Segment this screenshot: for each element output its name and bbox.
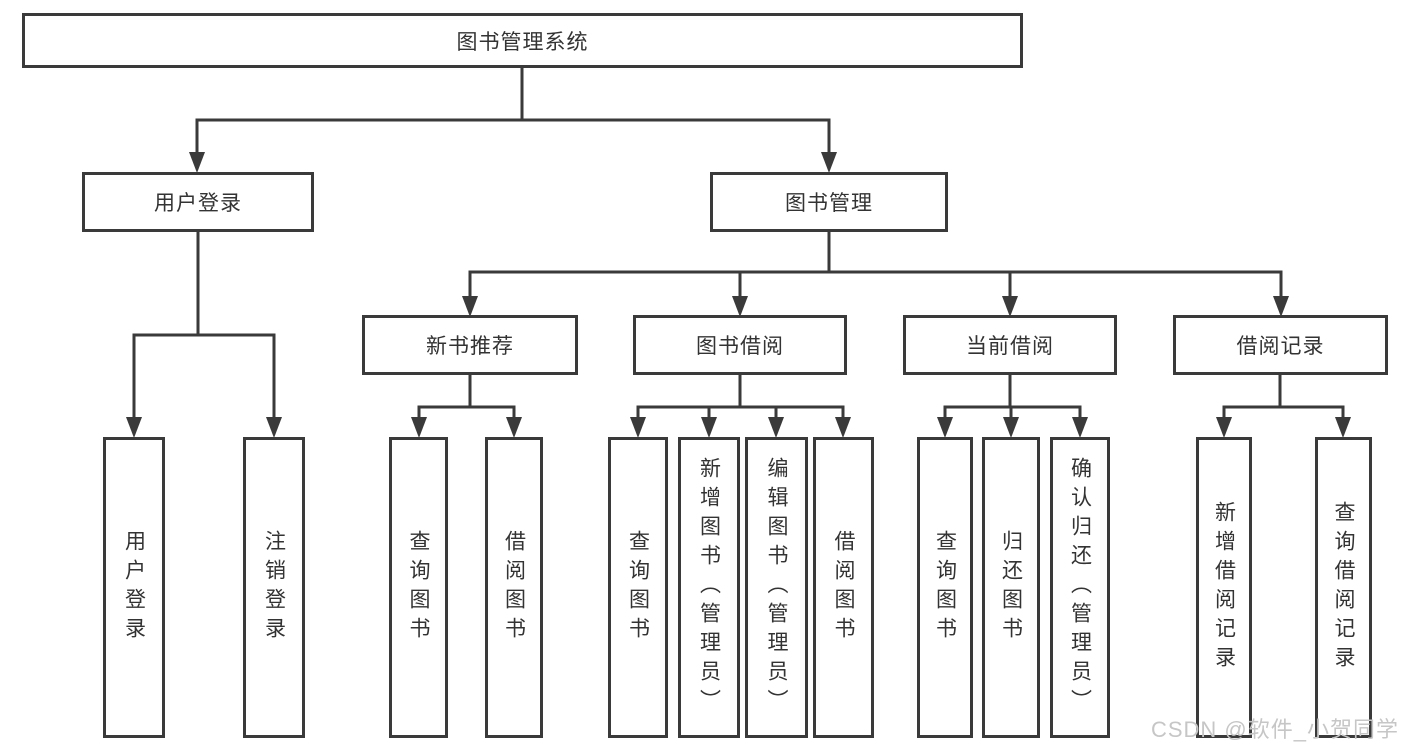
- arrowheads: [126, 152, 1351, 438]
- leaf-query-borrow-record: 查询借阅记录: [1315, 437, 1372, 738]
- node-label: 新书推荐: [426, 335, 514, 358]
- leaf-query-books: 查询图书: [608, 437, 668, 738]
- leaf-add-borrow-record: 新增借阅记录: [1196, 437, 1252, 738]
- node-label: 当前借阅: [966, 335, 1054, 358]
- node-new-book-recommend: 新书推荐: [362, 315, 578, 375]
- leaf-borrow-books: 借阅图书: [485, 437, 543, 738]
- node-library-management-system: 图书管理系统: [22, 13, 1023, 68]
- node-label: 图书借阅: [696, 335, 784, 358]
- node-label: 查询图书: [626, 529, 650, 646]
- node-label: 归还图书: [999, 529, 1023, 646]
- leaf-return-books: 归还图书: [982, 437, 1040, 738]
- leaf-edit-books-admin: 编辑图书（管理员）: [745, 437, 808, 738]
- node-label: 图书管理系统: [456, 30, 589, 54]
- node-label: 借阅记录: [1236, 335, 1325, 358]
- node-label: 图书管理: [785, 192, 873, 215]
- leaf-query-books: 查询图书: [389, 437, 448, 738]
- watermark: CSDN @软件_小贺同学: [1150, 717, 1399, 742]
- leaf-user-login: 用户登录: [103, 437, 165, 738]
- leaf-query-books: 查询图书: [917, 437, 973, 738]
- leaf-confirm-return-admin: 确认归还（管理员）: [1050, 437, 1110, 738]
- node-user-login: 用户登录: [82, 172, 314, 232]
- node-label: 编辑图书（管理员）: [765, 457, 788, 718]
- leaf-logout: 注销登录: [243, 437, 305, 738]
- leaf-add-books-admin: 新增图书（管理员）: [678, 437, 740, 738]
- node-book-borrow: 图书借阅: [633, 315, 847, 375]
- node-label: 新增图书（管理员）: [697, 457, 721, 718]
- node-label: 借阅图书: [832, 529, 855, 646]
- node-label: 查询借阅记录: [1332, 500, 1355, 675]
- node-label: 用户登录: [154, 192, 242, 215]
- node-label: 确认归还（管理员）: [1068, 457, 1092, 718]
- node-label: 查询图书: [933, 529, 957, 646]
- node-label: 借阅图书: [502, 529, 526, 646]
- node-borrow-record: 借阅记录: [1173, 315, 1388, 375]
- node-label: 注销登录: [262, 529, 286, 646]
- node-label: 用户登录: [122, 529, 146, 646]
- node-current-borrow: 当前借阅: [903, 315, 1117, 375]
- node-label: 新增借阅记录: [1212, 500, 1236, 675]
- node-label: 查询图书: [407, 529, 430, 646]
- leaf-borrow-books: 借阅图书: [813, 437, 874, 738]
- node-book-management: 图书管理: [710, 172, 948, 232]
